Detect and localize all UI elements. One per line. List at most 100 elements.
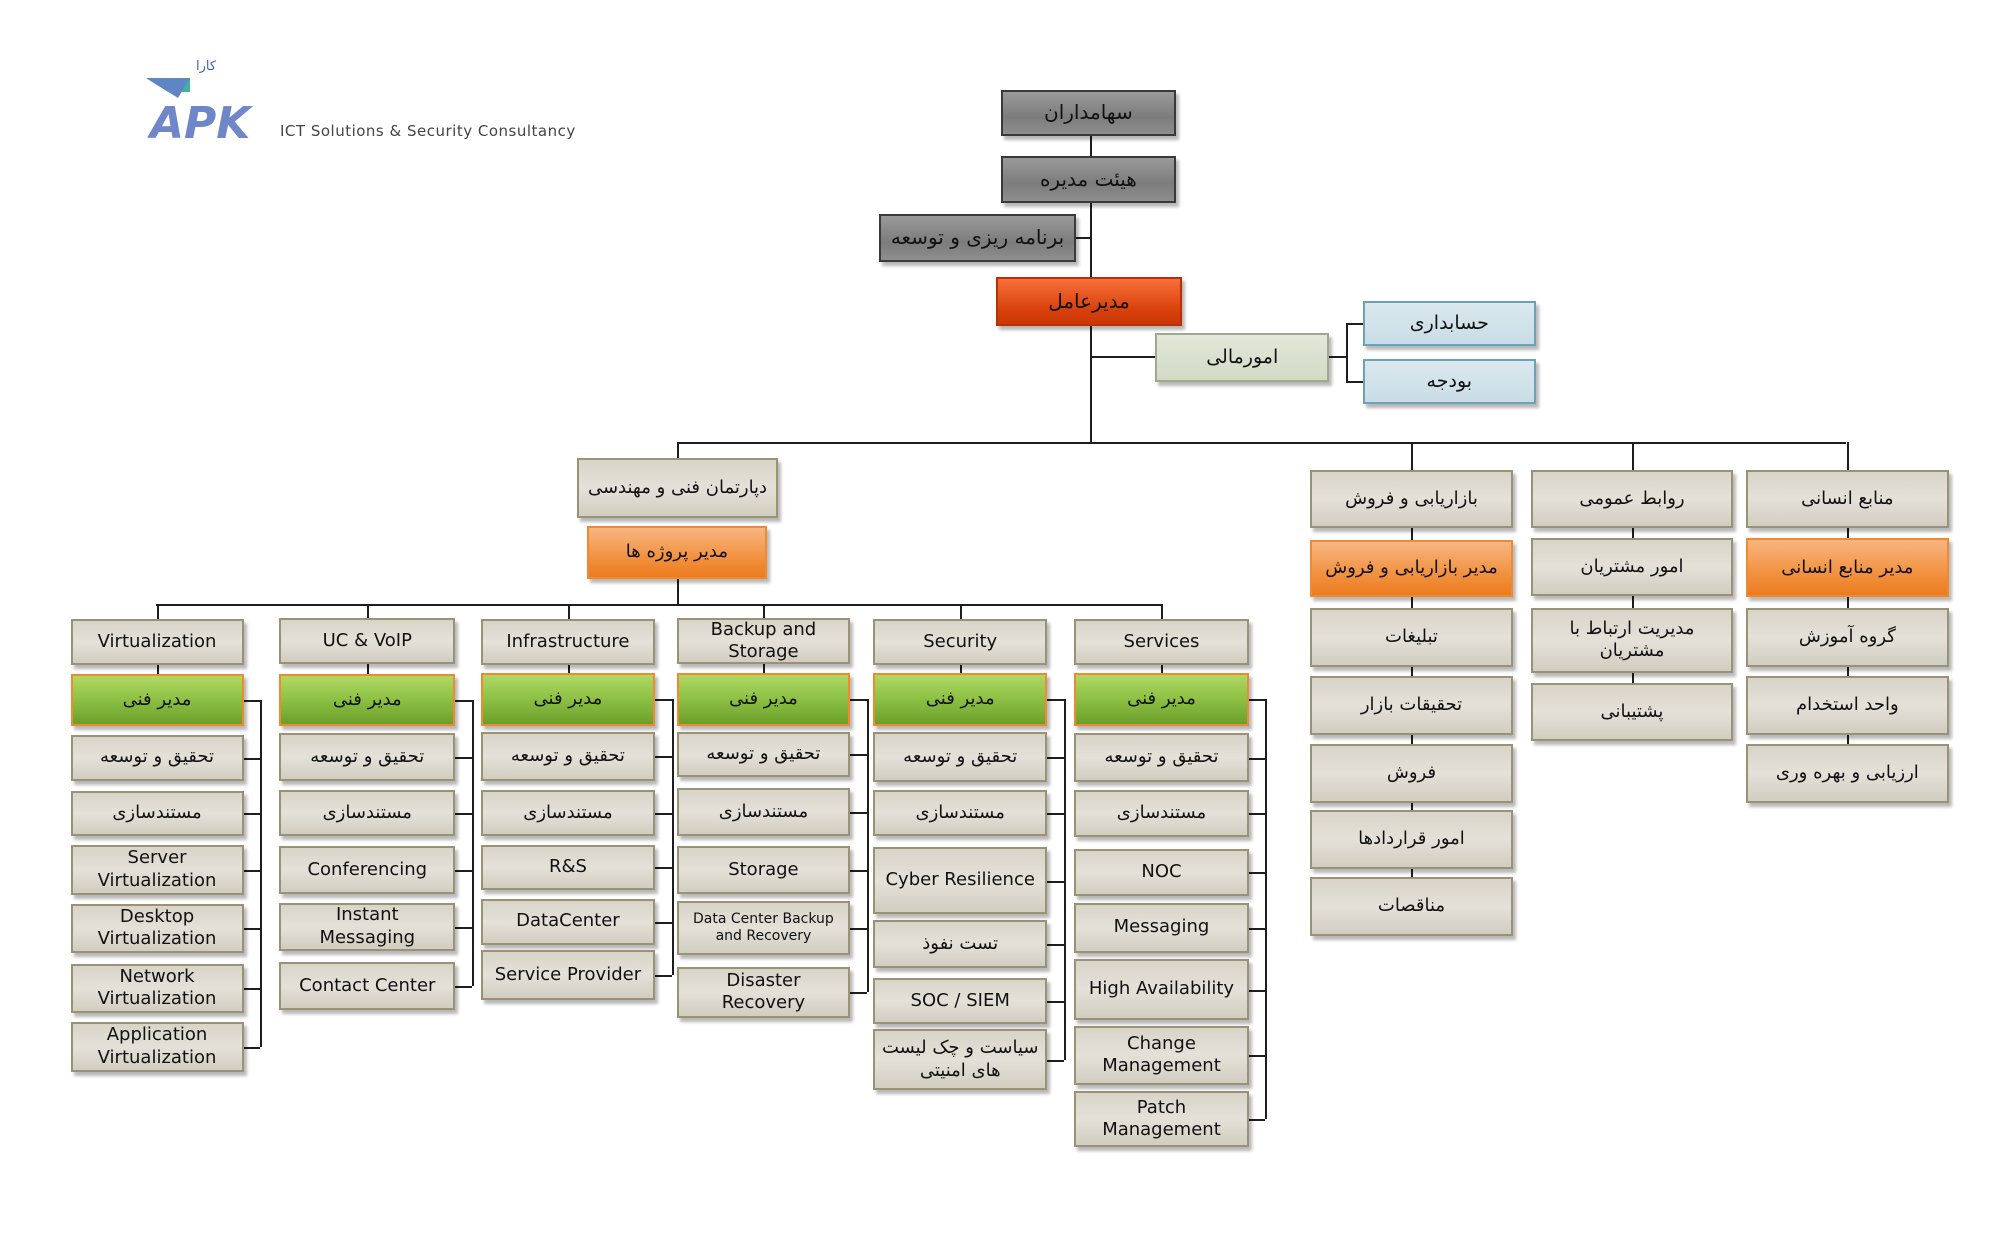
connector-line — [676, 442, 1847, 445]
unit-box[interactable]: High Availability — [1074, 958, 1249, 1021]
unit-box[interactable]: Service Provider — [480, 949, 656, 1000]
connector-line — [1248, 872, 1266, 875]
department-header-box[interactable]: منابع انسانی — [1746, 470, 1949, 529]
connector-line — [849, 754, 867, 757]
unit-box[interactable]: Patch Management — [1074, 1090, 1249, 1148]
department-header-box[interactable]: بازاریابی و فروش — [1310, 470, 1513, 529]
unit-box[interactable]: تحقیق و توسعه — [70, 734, 244, 781]
unit-box[interactable]: Cyber Resilience — [873, 847, 1048, 915]
unit-box[interactable]: گروه آموزش — [1746, 607, 1949, 667]
unit-box[interactable]: فروش — [1310, 743, 1513, 803]
connector-line — [243, 869, 261, 872]
connector-line — [1248, 699, 1266, 702]
connector-line — [1161, 603, 1164, 620]
unit-box[interactable]: Data Center Backup and Recovery — [676, 901, 850, 956]
connector-line — [243, 699, 261, 702]
unit-box[interactable]: Messaging — [1074, 902, 1249, 953]
connector-line — [1248, 927, 1266, 930]
finance-box[interactable]: امورمالی — [1155, 333, 1330, 383]
connector-line — [763, 603, 766, 618]
unit-box[interactable]: Desktop Virtualization — [70, 903, 244, 953]
project-manager-box[interactable]: مدیر پروژه ها — [587, 525, 767, 580]
unit-box[interactable]: مدیریت ارتباط با مشتریان — [1530, 607, 1734, 674]
unit-box[interactable]: تحقیق و توسعه — [676, 732, 850, 777]
connector-line — [243, 988, 261, 991]
connector-line — [676, 442, 679, 458]
unit-box[interactable]: Contact Center — [279, 961, 456, 1011]
unit-box[interactable]: R&S — [480, 844, 656, 890]
budget-box[interactable]: بودجه — [1362, 358, 1536, 404]
connector-line — [655, 699, 672, 702]
department-header-box[interactable]: UC & VoIP — [279, 617, 456, 665]
connector-line — [243, 757, 261, 760]
unit-box[interactable]: Conferencing — [279, 846, 456, 894]
unit-box[interactable]: ارزیابی و بهره وری — [1746, 743, 1949, 803]
unit-box[interactable]: تبلیغات — [1310, 607, 1513, 667]
ceo-box[interactable]: مدیرعامل — [996, 276, 1182, 326]
accounting-box[interactable]: حسابداری — [1362, 301, 1536, 347]
technical-manager-box[interactable]: مدیر فنی — [480, 673, 656, 726]
connector-line — [157, 603, 160, 620]
department-header-box[interactable]: Backup and Storage — [676, 617, 850, 665]
unit-box[interactable]: Change Management — [1074, 1025, 1249, 1085]
department-header-box[interactable]: Security — [873, 619, 1048, 666]
logo-fa-text: کارا — [196, 59, 217, 74]
unit-box[interactable]: مناقصات — [1310, 876, 1513, 936]
department-header-box[interactable]: Services — [1074, 619, 1249, 666]
connector-line — [455, 699, 472, 702]
unit-box[interactable]: Network Virtualization — [70, 964, 244, 1013]
unit-box[interactable]: واحد استخدام — [1746, 675, 1949, 735]
unit-box[interactable]: مستندسازی — [1074, 789, 1249, 838]
unit-box[interactable]: مستندسازی — [480, 789, 656, 836]
unit-box[interactable]: پشتیبانی — [1530, 683, 1734, 741]
board-of-directors-box[interactable]: هیئت مدیره — [1001, 156, 1176, 203]
unit-box[interactable]: تحقیق و توسعه — [480, 732, 656, 781]
unit-box[interactable]: تحقیق و توسعه — [1074, 733, 1249, 782]
unit-box[interactable]: تحقیق و توسعه — [873, 732, 1048, 782]
unit-box[interactable]: Storage — [676, 846, 850, 894]
connector-line — [849, 812, 867, 815]
department-manager-box[interactable]: مدیر منابع انسانی — [1746, 538, 1949, 598]
department-header-box[interactable]: Virtualization — [70, 619, 244, 666]
unit-box[interactable]: Server Virtualization — [70, 844, 244, 895]
company-logo: کارا APK — [138, 50, 278, 149]
planning-development-box[interactable]: برنامه ریزی و توسعه — [879, 214, 1076, 262]
unit-box[interactable]: مستندسازی — [676, 788, 850, 836]
technical-manager-box[interactable]: مدیر فنی — [279, 674, 456, 726]
connector-line — [1161, 665, 1164, 674]
tech-department-box[interactable]: دپارتمان فنی و مهندسی — [576, 457, 779, 518]
unit-box[interactable]: مستندسازی — [70, 790, 244, 836]
unit-box[interactable]: تست نفوذ — [873, 920, 1048, 968]
company-tagline: ICT Solutions & Security Consultancy — [280, 122, 576, 140]
unit-box[interactable]: مستندسازی — [873, 789, 1048, 836]
connector-line — [960, 665, 963, 674]
department-manager-box[interactable]: مدیر بازاریابی و فروش — [1310, 539, 1513, 598]
department-header-box[interactable]: روابط عمومی — [1530, 470, 1734, 529]
technical-manager-box[interactable]: مدیر فنی — [70, 674, 244, 726]
connector-line — [367, 603, 370, 618]
unit-box[interactable]: امور مشتریان — [1530, 538, 1734, 597]
technical-manager-box[interactable]: مدیر فنی — [676, 673, 850, 726]
unit-box[interactable]: Instant Messaging — [279, 902, 456, 952]
unit-box[interactable]: تحقیقات بازار — [1310, 675, 1513, 735]
connector-line — [1047, 880, 1065, 883]
connector-line — [866, 699, 869, 993]
connector-line — [655, 974, 672, 977]
unit-box[interactable]: Disaster Recovery — [676, 966, 850, 1018]
department-header-box[interactable]: Infrastructure — [480, 619, 656, 666]
unit-box[interactable]: تحقیق و توسعه — [279, 733, 456, 781]
connector-line — [567, 603, 570, 620]
unit-box[interactable]: SOC / SIEM — [873, 978, 1048, 1025]
unit-box[interactable]: امور قراردادها — [1310, 810, 1513, 870]
technical-manager-box[interactable]: مدیر فنی — [1074, 673, 1249, 726]
unit-box[interactable]: Application Virtualization — [70, 1021, 244, 1072]
connector-line — [1248, 989, 1266, 992]
shareholders-box[interactable]: سهامداران — [1001, 89, 1176, 136]
connector-line — [1047, 944, 1065, 947]
unit-box[interactable]: سیاست و چک لیست های امنیتی — [873, 1029, 1048, 1090]
unit-box[interactable]: DataCenter — [480, 898, 656, 945]
connector-line — [157, 665, 160, 675]
unit-box[interactable]: مستندسازی — [279, 789, 456, 836]
unit-box[interactable]: NOC — [1074, 848, 1249, 897]
technical-manager-box[interactable]: مدیر فنی — [873, 673, 1048, 726]
